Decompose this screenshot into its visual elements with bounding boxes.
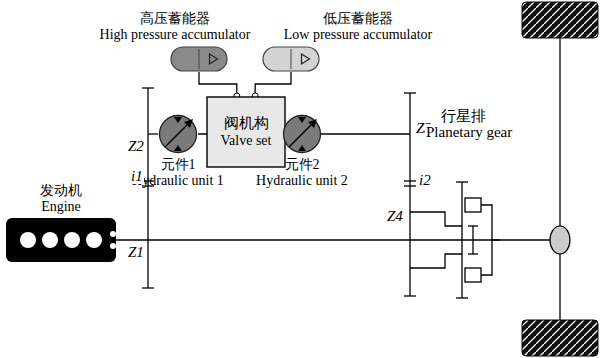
node-label: Low pressure accumulator bbox=[258, 27, 458, 43]
part-label: Z1 bbox=[127, 244, 145, 260]
part-label: Planetary gear bbox=[425, 124, 513, 140]
node-label: Hydraulic unit 2 bbox=[242, 173, 362, 189]
valve-shape bbox=[200, 96, 292, 168]
node-unit: 元件1Hydraulic unit 1 bbox=[158, 114, 198, 154]
node-engine: 发动机Engine bbox=[6, 218, 116, 262]
part-label: i2 bbox=[418, 172, 432, 188]
node-heading: 低压蓄能器Low pressure accumulator bbox=[258, 11, 458, 43]
node-unit: 元件2Hydraulic unit 2 bbox=[282, 114, 322, 154]
node-heading: 元件2Hydraulic unit 2 bbox=[242, 157, 362, 189]
node-accLP: 低压蓄能器Low pressure accumulator bbox=[262, 46, 320, 72]
node-text-group: 阀机构Valve set bbox=[200, 96, 292, 168]
node-label: 元件2 bbox=[242, 157, 362, 173]
node-label: 发动机 bbox=[1, 183, 121, 199]
node-label: Valve set bbox=[221, 132, 272, 150]
hydraulic-line bbox=[255, 72, 291, 96]
node-heading: 发动机Engine bbox=[1, 183, 121, 215]
accLP-shape bbox=[262, 46, 320, 72]
node-label: Engine bbox=[1, 199, 121, 215]
engine-shape bbox=[6, 218, 116, 262]
node-valve: 阀机构Valve set bbox=[200, 96, 292, 168]
node-heading: 高压蓄能器High pressure accumulator bbox=[95, 11, 255, 43]
hydraulic-line bbox=[198, 133, 200, 134]
unit-shape bbox=[158, 114, 198, 154]
node-label: High pressure accumulator bbox=[95, 27, 255, 43]
part-label: i1 bbox=[130, 168, 144, 184]
node-label: 低压蓄能器 bbox=[258, 11, 458, 27]
node-accHP: 高压蓄能器High pressure accumulator bbox=[170, 46, 228, 72]
part-label: Z2 bbox=[127, 138, 145, 154]
part-label: 行星排 bbox=[440, 108, 487, 124]
accHP-shape bbox=[170, 46, 228, 72]
unit-shape bbox=[282, 114, 322, 154]
node-label: 高压蓄能器 bbox=[95, 11, 255, 27]
node-label: 阀机构 bbox=[224, 114, 269, 132]
part-label: Z4 bbox=[386, 208, 404, 224]
hydraulic-line bbox=[199, 72, 237, 96]
